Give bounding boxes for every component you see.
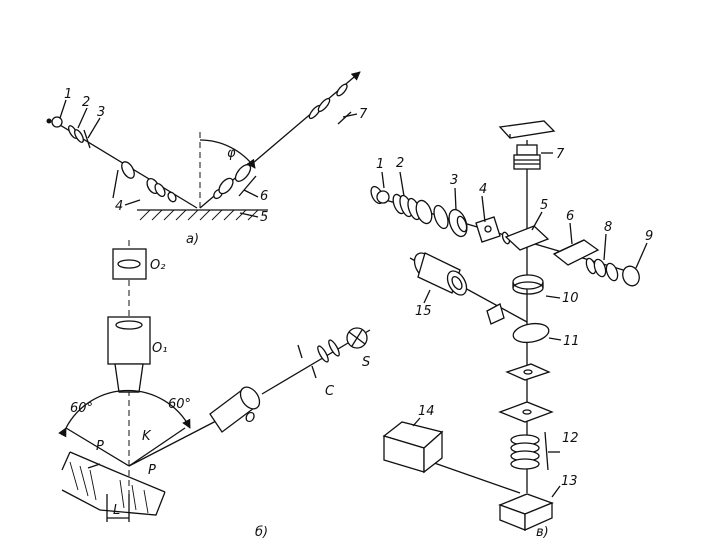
label-a-6: 6 — [260, 189, 268, 204]
label-v-5: 5 — [540, 198, 548, 213]
label-o: O — [245, 411, 255, 426]
objective-o — [209, 386, 261, 433]
angle-right-label: 60° — [168, 397, 191, 412]
label-v-14: 14 — [418, 404, 435, 419]
lamp-icon-a — [46, 116, 63, 128]
eyepiece-7 — [498, 120, 556, 170]
label-p-left: P — [96, 439, 104, 454]
label-a-4: 4 — [115, 199, 123, 214]
bottom-path-v — [419, 457, 521, 494]
label-v-3: 3 — [450, 173, 458, 188]
angle-left-label: 60° — [70, 401, 93, 416]
lens-stack-12 — [510, 431, 549, 471]
label-v-6: 6 — [566, 209, 574, 224]
diaphragms-v — [498, 363, 554, 423]
label-v-1: 1 — [376, 157, 384, 172]
label-o1: O₁ — [152, 341, 167, 356]
label-v-11: 11 — [563, 334, 580, 349]
label-p-right: P — [148, 463, 156, 478]
angle-arc-a — [199, 139, 256, 169]
prism-13 — [498, 493, 554, 532]
label-l: L — [113, 503, 120, 518]
prism-5 — [504, 225, 550, 251]
angle-phi-label: φ — [227, 146, 236, 161]
leaders-v — [381, 152, 648, 498]
label-v-2: 2 — [396, 156, 404, 171]
label-v-10: 10 — [562, 291, 579, 306]
source-s-icon — [346, 327, 368, 349]
illuminator-15 — [413, 252, 505, 325]
analyzer-group-v — [552, 239, 640, 287]
label-a-7: 7 — [359, 107, 368, 122]
caption-v: в) — [536, 525, 549, 540]
label-v-9: 9 — [645, 229, 653, 244]
leaders-a — [59, 99, 358, 218]
label-v-15: 15 — [415, 304, 432, 319]
incident-ray-b — [128, 419, 219, 467]
angle-arc-b — [58, 389, 191, 438]
diagram-a: φ — [46, 71, 368, 247]
label-v-4: 4 — [479, 182, 487, 197]
label-s: S — [362, 355, 370, 370]
label-a-1: 1 — [64, 87, 72, 102]
diagram-b: O₂ O₁ 60° 60° K P — [58, 240, 371, 540]
mirror-11 — [512, 322, 550, 344]
sample-surface-b — [61, 451, 166, 516]
label-a-5: 5 — [260, 210, 268, 225]
label-a-3: 3 — [97, 105, 105, 120]
sample-surface-a — [137, 209, 268, 221]
source-group-v — [370, 185, 511, 245]
incident-optics-a — [67, 125, 177, 203]
objective-o2 — [112, 248, 147, 280]
camera-14 — [382, 421, 444, 474]
label-c: C — [325, 384, 335, 399]
objective-o1 — [107, 316, 151, 393]
side-axis-b — [128, 427, 186, 467]
label-o2: O₂ — [150, 258, 165, 273]
label-v-12: 12 — [562, 431, 579, 446]
reflected-optics-a — [213, 83, 352, 200]
diagram-v: 1 2 3 4 5 6 7 8 9 10 11 12 13 14 15 в) — [370, 120, 653, 540]
label-v-8: 8 — [604, 220, 612, 235]
label-k: K — [142, 429, 152, 444]
label-a-2: 2 — [82, 95, 90, 110]
label-v-13: 13 — [561, 474, 578, 489]
shift-dimension — [106, 494, 130, 522]
label-v-7: 7 — [556, 147, 565, 162]
condenser-c — [297, 339, 340, 379]
caption-b: б) — [255, 525, 268, 540]
caption-a: а) — [186, 232, 199, 247]
